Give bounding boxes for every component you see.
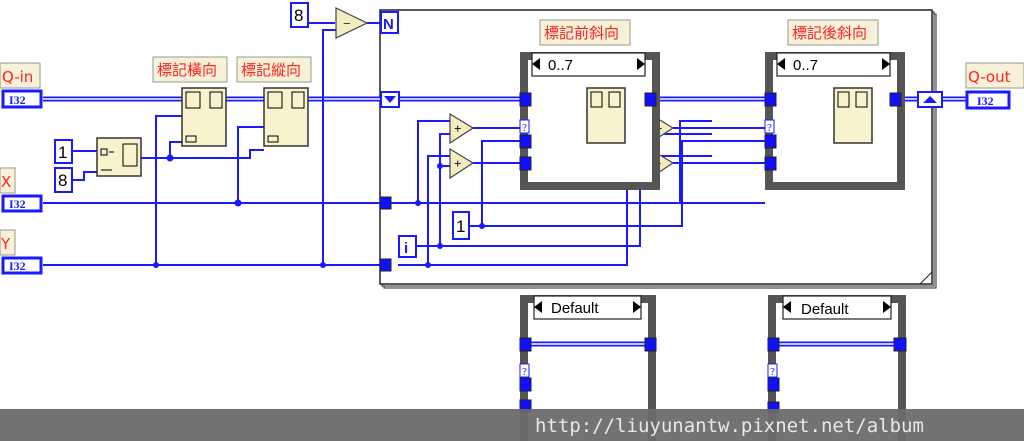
label-text: 標記橫向 bbox=[157, 61, 217, 79]
q-in-label: Q-in bbox=[2, 68, 33, 86]
selector-text: 0..7 bbox=[793, 57, 818, 74]
constant-inner-one[interactable]: 1 bbox=[452, 211, 470, 240]
y-label: Y bbox=[0, 235, 11, 253]
initialize-array-node[interactable] bbox=[96, 137, 142, 177]
x-label: X bbox=[1, 173, 11, 191]
down-arrow-icon bbox=[384, 96, 396, 103]
constant-loop-base[interactable]: 8 bbox=[290, 2, 309, 28]
question-icon: ? bbox=[522, 122, 527, 134]
label-mark-vertical: 標記縱向 bbox=[236, 56, 312, 83]
selector-text: 0..7 bbox=[548, 57, 573, 74]
selector-text: Default bbox=[801, 301, 849, 318]
operator-symbol: + bbox=[454, 121, 461, 136]
operator-symbol: − bbox=[343, 17, 351, 32]
q-out-type: I32 bbox=[977, 94, 994, 108]
x-control[interactable]: X I32 bbox=[0, 167, 43, 213]
q-out-label: Q-out bbox=[968, 68, 1011, 86]
label-text: 標記縱向 bbox=[241, 61, 301, 79]
question-icon: ? bbox=[522, 366, 527, 378]
selector-text: Default bbox=[551, 300, 599, 317]
watermark-bar: http://liuyunantw.pixnet.net/album bbox=[0, 409, 1024, 441]
label-mark-horizontal: 標記橫向 bbox=[152, 56, 228, 83]
replace-array-subset-vertical[interactable] bbox=[263, 87, 309, 147]
label-text: 標記前斜向 bbox=[544, 24, 619, 42]
question-icon: ? bbox=[770, 366, 775, 378]
case-selector-backward[interactable]: 0..7 bbox=[776, 52, 891, 77]
label-mark-backward-diagonal: 標記後斜向 bbox=[787, 19, 879, 46]
constant-text: 1 bbox=[58, 143, 67, 162]
question-icon: ? bbox=[767, 122, 772, 134]
add-node[interactable]: + bbox=[449, 147, 475, 180]
y-type: I32 bbox=[9, 259, 26, 273]
tunnel-x bbox=[379, 196, 392, 210]
shift-register-right[interactable] bbox=[917, 91, 943, 108]
q-in-type: I32 bbox=[9, 93, 26, 107]
label-mark-forward-diagonal: 標記前斜向 bbox=[539, 19, 631, 46]
constant-init-size[interactable]: 8 bbox=[54, 167, 73, 193]
x-type: I32 bbox=[9, 197, 26, 211]
iteration-text: i bbox=[404, 240, 408, 257]
watermark-text: http://liuyunantw.pixnet.net/album bbox=[535, 415, 924, 437]
subtract-node[interactable]: − bbox=[335, 7, 369, 39]
count-text: N bbox=[383, 16, 394, 33]
constant-init-value[interactable]: 1 bbox=[54, 139, 73, 164]
q-out-indicator[interactable]: Q-out I32 bbox=[965, 62, 1024, 110]
case-structure-forward[interactable]: 0..7 ? bbox=[519, 52, 660, 190]
constant-text: 8 bbox=[294, 6, 303, 25]
replace-array-subset-forward bbox=[586, 87, 626, 144]
case-selector-backward-default[interactable]: Default bbox=[782, 295, 892, 320]
tunnel-y bbox=[379, 258, 392, 272]
case-selector-forward-default[interactable]: Default bbox=[533, 295, 642, 320]
constant-text: 1 bbox=[456, 217, 465, 236]
case-selector-forward[interactable]: 0..7 bbox=[531, 52, 646, 77]
y-control[interactable]: Y I32 bbox=[0, 229, 43, 275]
q-in-control[interactable]: Q-in I32 bbox=[0, 62, 43, 109]
loop-count-terminal[interactable]: N bbox=[380, 11, 399, 34]
shift-register-left[interactable] bbox=[380, 91, 400, 108]
constant-text: 8 bbox=[58, 171, 67, 190]
replace-array-subset-backward bbox=[833, 87, 873, 144]
iteration-terminal[interactable]: i bbox=[398, 235, 417, 258]
operator-symbol: + bbox=[454, 156, 461, 171]
add-node[interactable]: + bbox=[449, 112, 475, 145]
case-structure-backward[interactable]: 0..7 ? bbox=[764, 52, 905, 190]
label-text: 標記後斜向 bbox=[792, 24, 867, 42]
up-arrow-icon bbox=[923, 96, 937, 103]
replace-array-subset-horizontal[interactable] bbox=[181, 87, 227, 147]
